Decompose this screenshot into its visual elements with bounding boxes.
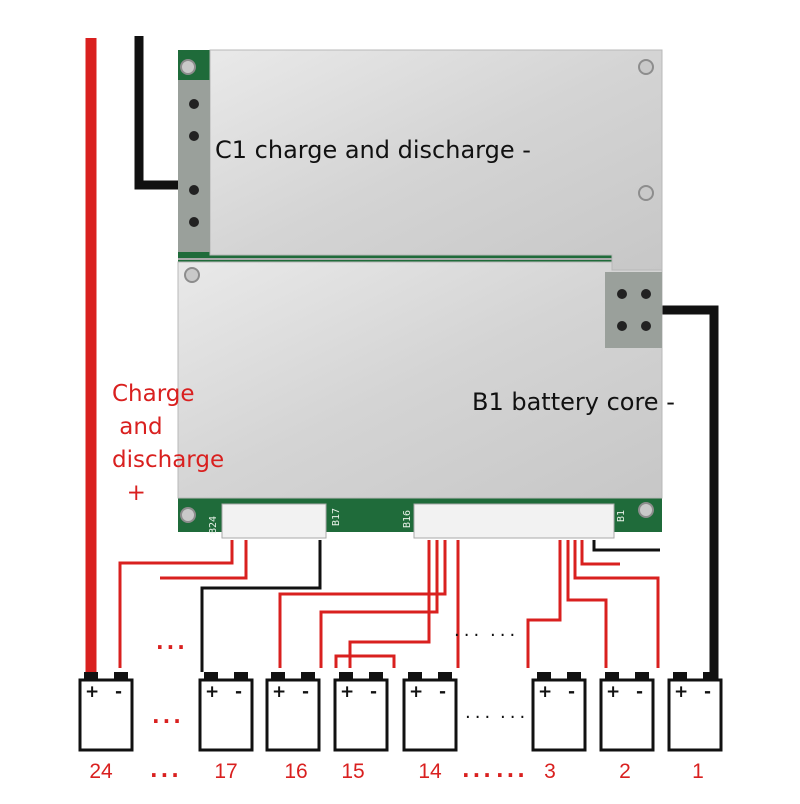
svg-text:+: +	[272, 682, 286, 702]
cell-14	[402, 678, 458, 752]
cell-17	[198, 678, 254, 752]
connector-label-b16: B16	[402, 510, 413, 528]
screw-icons	[180, 59, 654, 523]
svg-text:+: +	[538, 682, 552, 702]
screw-icon	[638, 185, 654, 201]
connector-b16-b1	[413, 503, 615, 539]
svg-text:-: -	[370, 682, 377, 702]
cell-24	[78, 678, 134, 752]
screw-icon	[638, 502, 654, 518]
cell-number-2: 2	[619, 760, 631, 783]
b1-terminal-pad	[605, 272, 662, 348]
cells: +- +- +- +- +- +- +- +-	[78, 672, 723, 752]
ellipsis-middle: ...	[152, 704, 184, 728]
connector-label-b24: B24	[208, 516, 219, 534]
c1-negative-wire	[134, 36, 178, 190]
svg-text:+: +	[674, 682, 688, 702]
cell-number-15: 15	[341, 760, 365, 783]
bms-board: B24 B17 B16 B1	[177, 49, 663, 539]
cell-16	[265, 678, 321, 752]
svg-text:+: +	[409, 682, 423, 702]
cell-number-1: 1	[692, 760, 704, 783]
svg-text:-: -	[704, 682, 711, 702]
connector-label-b1: B1	[616, 510, 627, 522]
b1-label: B1 battery core -	[472, 388, 675, 416]
svg-text:+: +	[606, 682, 620, 702]
ellipsis-bottom: ...	[150, 758, 182, 782]
ellipsis-center-bottom-2: ...	[496, 758, 528, 782]
svg-text:-: -	[235, 682, 242, 702]
cell-number-17: 17	[214, 760, 238, 783]
svg-text:-: -	[636, 682, 643, 702]
screw-icon	[180, 59, 196, 75]
svg-text:-: -	[302, 682, 309, 702]
svg-text:+: +	[340, 682, 354, 702]
sense-wires-black	[200, 540, 660, 672]
ellipsis-center-middle-2: ...	[500, 702, 530, 723]
screw-icon	[184, 267, 200, 283]
b1-negative-wire	[660, 305, 719, 680]
lower-heatsink	[177, 261, 663, 499]
cell-number-3: 3	[544, 760, 556, 783]
charge-discharge-plus-label: Charge and discharge +	[112, 381, 225, 506]
ellipsis-center-middle: ...	[465, 702, 495, 723]
screw-icon	[180, 507, 196, 523]
cell-15	[333, 678, 389, 752]
main-wires	[85, 36, 719, 680]
svg-text:+: +	[205, 682, 219, 702]
cell-number-14: 14	[418, 760, 442, 783]
screw-icon	[638, 59, 654, 75]
ellipsis-center-top-2: ...	[490, 620, 520, 641]
cell-3	[531, 678, 587, 752]
ellipsis-center-top: ...	[454, 620, 484, 641]
cell-number-16: 16	[284, 760, 308, 783]
svg-text:+: +	[85, 682, 99, 702]
c1-label: C1 charge and discharge -	[215, 136, 531, 164]
connector-label-b17: B17	[331, 508, 342, 526]
connector-b24-b17	[221, 503, 327, 539]
svg-text:-: -	[568, 682, 575, 702]
cell-terminals	[84, 672, 717, 680]
svg-text:-: -	[439, 682, 446, 702]
cell-2	[599, 678, 655, 752]
cell-number-24: 24	[89, 760, 113, 783]
sense-wires-red	[118, 540, 660, 668]
polarity-marks: +- +- +- +- +- +- +- +-	[85, 682, 711, 702]
svg-text:-: -	[115, 682, 122, 702]
cell-1	[667, 678, 723, 752]
ellipsis-center-bottom: ...	[462, 758, 494, 782]
ellipsis-top: ...	[156, 630, 188, 654]
